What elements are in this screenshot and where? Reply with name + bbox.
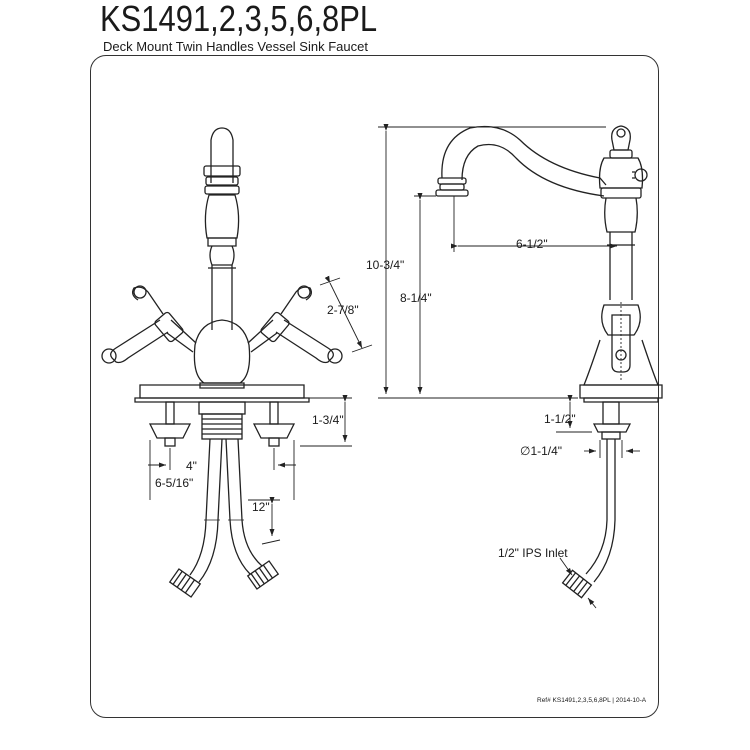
dim-handle-spread: 2-7/8" — [327, 303, 359, 317]
dim-spout-height: 8-1/4" — [400, 291, 432, 305]
drawing-frame — [90, 55, 659, 718]
dim-deck-height: 1-3/4" — [312, 413, 344, 427]
model-title: KS1491,2,3,5,6,8PL — [100, 0, 378, 39]
product-description: Deck Mount Twin Handles Vessel Sink Fauc… — [103, 39, 368, 54]
side-view — [435, 125, 663, 599]
dim-overall-height: 10-3/4" — [366, 258, 405, 272]
dim-spout-reach: 6-1/2" — [516, 237, 548, 251]
dim-inlet: 1/2" IPS Inlet — [498, 546, 568, 560]
dim-supply-length: 12" — [252, 500, 270, 514]
dimension-lines — [148, 124, 640, 609]
reference-footer: Ref# KS1491,2,3,5,6,8PL | 2014-10-A — [537, 697, 647, 704]
dim-deck-thickness: 1-1/2" — [544, 412, 576, 426]
dim-hole-diameter: ∅1-1/4" — [520, 444, 563, 458]
front-view — [101, 127, 343, 598]
dim-center: 4" — [186, 459, 197, 473]
dim-max-spread: 6-5/16" — [155, 476, 194, 490]
